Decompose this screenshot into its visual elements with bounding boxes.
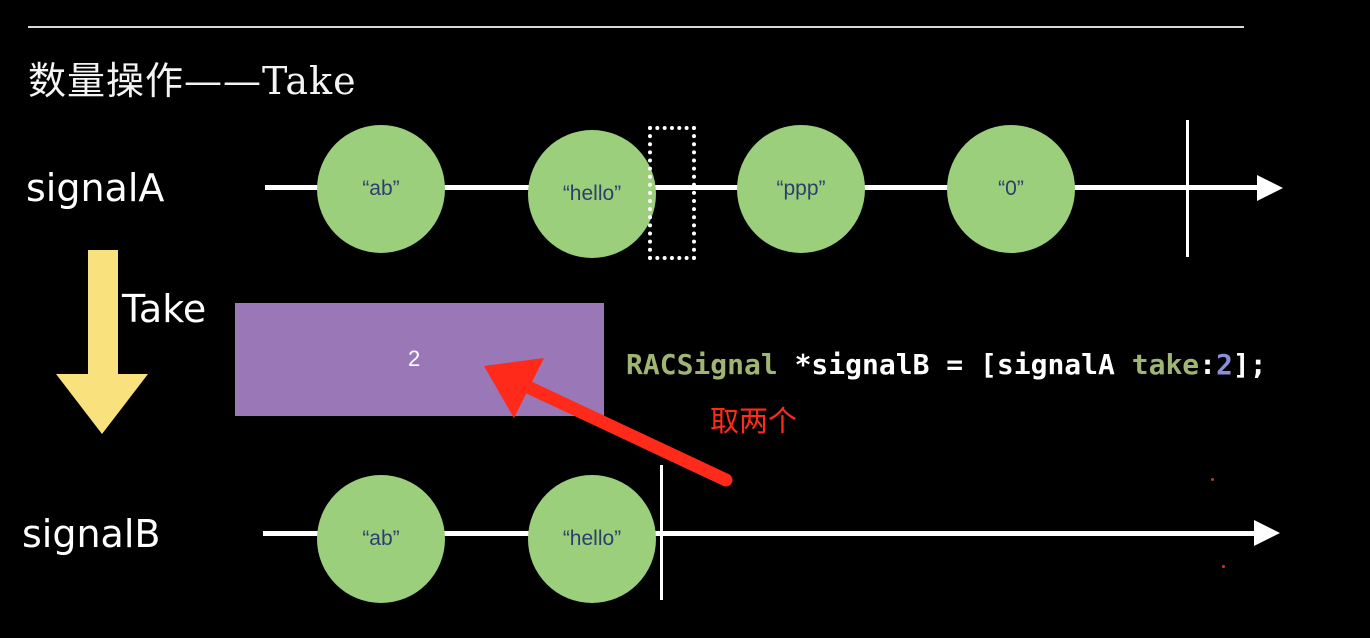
code-end: ];	[1232, 348, 1267, 381]
top-rule	[28, 26, 1244, 28]
signalB-timeline	[263, 531, 1257, 536]
signalB-label: signalB	[22, 512, 161, 556]
signalA-event-ppp: “ppp”	[737, 125, 865, 253]
pointer-arrow-icon	[470, 350, 740, 495]
stray-mark	[1211, 478, 1214, 481]
code-colon: :	[1199, 348, 1217, 381]
signalA-completion-marker	[1186, 120, 1189, 257]
stray-mark	[1222, 565, 1225, 568]
take-cutoff-marker	[648, 126, 696, 260]
signalB-completion-marker	[660, 465, 663, 600]
signalA-event-hello: “hello”	[528, 130, 656, 258]
down-arrow-icon	[54, 250, 150, 441]
signalA-arrowhead	[1257, 175, 1283, 201]
code-argument: 2	[1216, 348, 1233, 381]
operator-value: 2	[408, 346, 421, 371]
code-method: take	[1131, 348, 1200, 381]
signalA-event-ab: “ab”	[317, 125, 445, 253]
slide-title: 数量操作——Take	[28, 59, 357, 103]
signalB-arrowhead	[1254, 520, 1280, 546]
code-snippet: RACSignal *signalB = [signalA take:2];	[626, 348, 1267, 381]
signalB-event-ab: “ab”	[317, 475, 445, 603]
signalA-label: signalA	[26, 166, 165, 210]
code-type: RACSignal	[626, 348, 778, 381]
code-declaration: *signalB = [signalA	[777, 348, 1132, 381]
signalB-event-hello: “hello”	[528, 475, 656, 603]
operator-label: Take	[122, 287, 207, 331]
signalA-event-0: “0”	[947, 125, 1075, 253]
annotation-text: 取两个	[710, 404, 798, 438]
